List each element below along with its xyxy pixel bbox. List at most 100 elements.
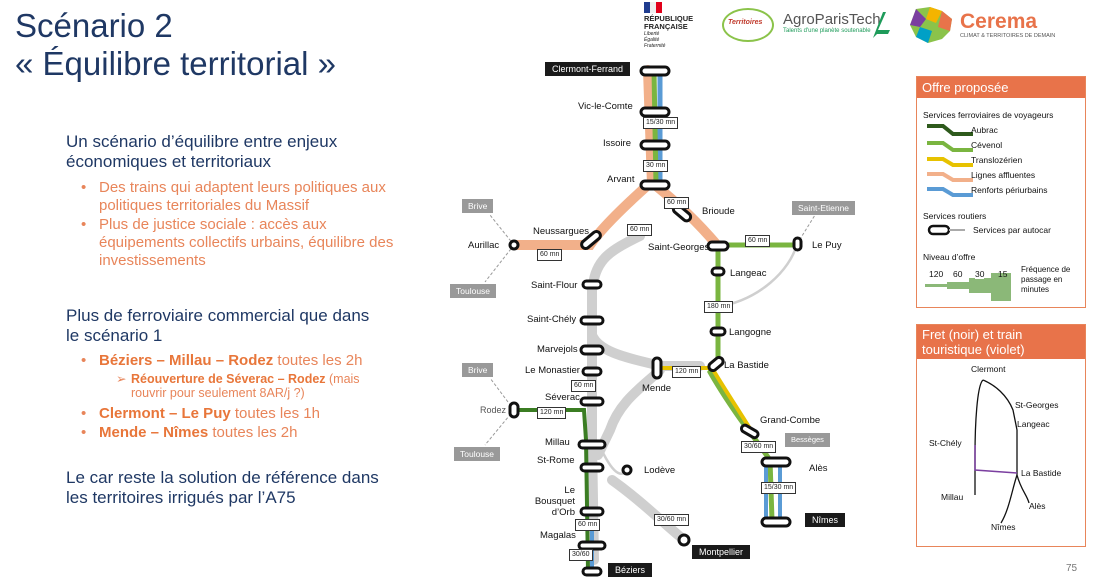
legend-frequency-note: Fréquence de passage en minutes [1021, 265, 1071, 294]
legend-item-periurbains: Renforts périurbains [971, 185, 1048, 195]
station-arvant: Arvant [607, 174, 635, 185]
freq-tag: 15/30 mn [643, 117, 679, 129]
station-mende: Mende [642, 383, 672, 394]
bullet-2: •Plus de justice sociale : accès aux équ… [81, 216, 394, 269]
bullet-3: •Béziers – Millau – Rodez toutes les 2h [81, 352, 363, 369]
cerema-logo: Cerema CLIMAT & TERRITOIRES DE DEMAIN [960, 10, 1056, 39]
station-saint-flour: Saint-Flour [531, 280, 578, 291]
umr-territoires-logo: Territoires [722, 8, 774, 42]
map-label-clermont: Clermont-Ferrand [545, 62, 631, 76]
freq-tag: 30 mn [643, 160, 669, 172]
legend-item-autocar: Services par autocar [973, 225, 1051, 235]
freq-tag: 60 mn [745, 235, 771, 247]
freq-tag: 60 mn [571, 380, 597, 392]
map-label-brive-2: Brive [462, 363, 494, 377]
freq-tag: 30/60 [569, 549, 593, 561]
bullet-5: •Mende – Nîmes toutes les 2h [81, 424, 298, 441]
freight-clermont: Clermont [971, 364, 1006, 374]
republique-logo: RÉPUBLIQUE FRANÇAISE Liberté Égalité Fra… [644, 2, 704, 49]
station-saint-chely: Saint-Chély [527, 314, 577, 325]
sub-bullet-1: ➢Réouverture de Séverac – Rodez (mais ro… [116, 372, 360, 400]
station-le-monastier: Le Monastier [525, 365, 580, 376]
level-30: 30 [975, 269, 985, 279]
level-120: 120 [929, 269, 944, 279]
level-60: 60 [953, 269, 963, 279]
station-millau: Millau [545, 437, 570, 448]
station-saint-georges: Saint-Georges [648, 242, 710, 253]
paragraph-3: Le car reste la solution de référence da… [66, 468, 379, 507]
station-la-bastide: La Bastide [724, 360, 769, 371]
station-le-bousquet: Le Bousquet d’Orb [534, 485, 575, 518]
freq-tag: 60 mn [537, 249, 563, 261]
page-number: 75 [1066, 563, 1078, 574]
coach-routes [587, 231, 705, 565]
legend-item-aubrac: Aubrac [971, 125, 998, 135]
freight-header: Fret (noir) et train touristique (violet… [917, 325, 1085, 359]
paragraph-1: Un scénario d’équilibre entre enjeux éco… [66, 132, 338, 171]
legend-item-cevenol: Cévenol [971, 140, 1003, 150]
station-langeac: Langeac [730, 268, 767, 279]
freight-la-bastide: La Bastide [1021, 468, 1062, 478]
station-neussargues: Neussargues [533, 226, 589, 237]
freight-langeac: Langeac [1017, 419, 1050, 429]
page-subtitle: « Équilibre territorial » [15, 45, 336, 82]
station-st-rome: St-Rome [537, 455, 575, 466]
legend-header: Offre proposée [917, 77, 1085, 98]
agroparistech-logo: AgroParisTech Talents d'une planète sout… [783, 11, 881, 34]
legend-item-affluentes: Lignes affluentes [971, 170, 1036, 180]
translozerien-line [656, 366, 754, 434]
paragraph-2: Plus de ferroviaire commercial que dans … [66, 306, 370, 345]
station-marvejols: Marvejols [537, 344, 578, 355]
map-label-saint-etienne: Saint-Etienne [792, 201, 856, 215]
legend-panel: Offre proposée Services ferroviaires de … [916, 76, 1086, 308]
bullet-4: •Clermont – Le Puy toutes les 1h [81, 405, 320, 422]
freq-tag: 120 mn [672, 366, 702, 378]
coach-capsule-icon [927, 224, 965, 236]
station-severac: Séverac [545, 392, 580, 403]
freight-panel: Fret (noir) et train touristique (violet… [916, 324, 1086, 547]
freight-ales: Alès [1029, 501, 1046, 511]
map-label-rodez: Rodez [480, 405, 507, 415]
freq-tag: 60 mn [575, 519, 601, 531]
cerema-map-icon [910, 7, 952, 43]
station-aurillac: Aurillac [468, 240, 500, 251]
map-label-toulouse-2: Toulouse [454, 447, 501, 461]
network-map [484, 65, 816, 577]
map-label-beziers: Béziers [608, 563, 653, 577]
station-vic-le-comte: Vic-le-Comte [578, 101, 633, 112]
agroparistech-mark-icon [873, 12, 890, 38]
legend-item-translozerien: Translozérien [971, 155, 1023, 165]
legend-line-swatches [927, 124, 973, 197]
freq-tag: 60 mn [664, 197, 690, 209]
legend-rail-title: Services ferroviaires de voyageurs [923, 110, 1054, 120]
station-brioude: Brioude [702, 206, 735, 217]
map-label-besseges: Bessèges [785, 433, 830, 447]
freight-map [974, 379, 1030, 524]
page-title: Scénario 2 [15, 7, 173, 44]
legend-level-title: Niveau d’offre [923, 252, 976, 262]
bullet-1: •Des trains qui adaptent leurs politique… [81, 179, 386, 214]
station-ales: Alès [809, 463, 828, 474]
station-grand-combe: Grand-Combe [760, 415, 821, 426]
level-15: 15 [998, 269, 1008, 279]
station-langogne: Langogne [729, 327, 772, 338]
map-label-toulouse-1: Toulouse [450, 284, 497, 298]
freq-tag: 60 mn [627, 224, 653, 236]
freq-tag: 30/60 mn [741, 441, 777, 453]
freight-nimes: Nîmes [991, 522, 1016, 532]
freq-tag: 15/30 mn [761, 482, 797, 494]
legend-road-title: Services routiers [923, 211, 987, 221]
map-label-nimes: Nîmes [805, 513, 846, 527]
map-label-montpellier: Montpellier [692, 545, 751, 559]
freq-tag: 120 mn [537, 407, 567, 419]
map-label-brive-1: Brive [462, 199, 494, 213]
station-magalas: Magalas [540, 530, 576, 541]
freq-tag: 180 mn [704, 301, 734, 313]
station-le-puy: Le Puy [812, 240, 842, 251]
station-issoire: Issoire [603, 138, 631, 149]
legend-level-swatch [925, 273, 1011, 301]
freight-st-georges: St-Georges [1015, 400, 1059, 410]
station-lodeve: Lodève [644, 465, 676, 476]
freight-st-chely: St-Chély [929, 438, 962, 448]
freq-tag: 30/60 mn [654, 514, 690, 526]
